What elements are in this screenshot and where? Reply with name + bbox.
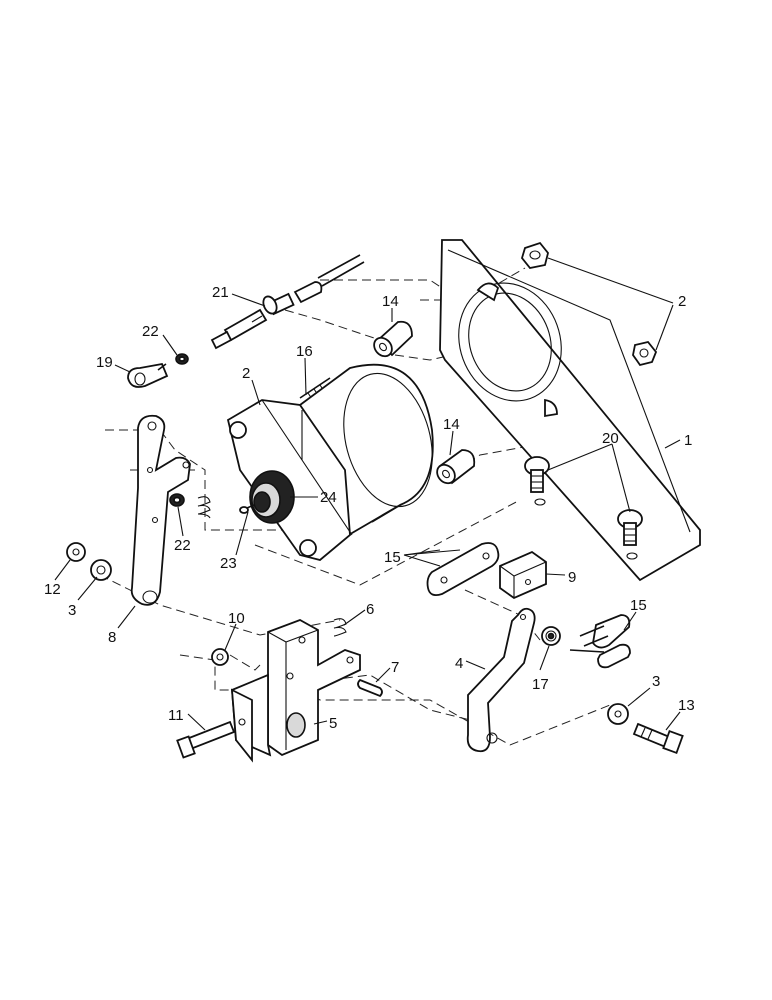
washer-3-left [90, 559, 112, 581]
link-pin-15 [569, 614, 631, 669]
ball-joint [127, 362, 169, 388]
callout-3-left: 3 [68, 602, 76, 619]
callout-10-nut: 10 [228, 610, 245, 627]
lever-4 [466, 607, 536, 753]
callout-8-lever: 8 [108, 629, 116, 646]
callout-6-spring: 6 [366, 601, 374, 618]
callout-9-block: 9 [568, 569, 576, 586]
nut-10 [211, 648, 229, 666]
callout-2-nuts: 2 [678, 293, 686, 310]
nut-upper [521, 241, 549, 269]
callout-23-screw: 23 [220, 555, 237, 572]
callout-2-motor: 2 [242, 365, 250, 382]
bracket-block [230, 619, 361, 763]
pin-7 [357, 678, 383, 698]
lever-arm [130, 414, 191, 606]
nut-22-upper [175, 353, 189, 365]
spacer-lower [436, 449, 476, 485]
nut-lower [632, 340, 658, 367]
actuator-motor [226, 363, 434, 561]
callout-14-lower: 14 [443, 416, 460, 433]
spring-6 [333, 618, 347, 637]
callout-4-lever: 4 [455, 655, 463, 672]
nut-17 [541, 626, 561, 646]
callout-22-lower: 22 [174, 537, 191, 554]
bolt-upper [524, 456, 550, 493]
washer-3-right [607, 703, 629, 725]
callout-15-links: 15 [384, 549, 401, 566]
callout-3-right: 3 [652, 673, 660, 690]
callout-15-pin: 15 [630, 597, 647, 614]
callout-21-cable: 21 [212, 284, 229, 301]
callout-12-nut: 12 [44, 581, 61, 598]
callout-7-pin: 7 [391, 659, 399, 676]
callout-labels: 2 1 20 2 16 14 14 21 22 19 24 23 22 12 3… [44, 284, 695, 732]
nut-22-lower [169, 493, 185, 507]
spring-upper [197, 496, 211, 519]
block-9 [499, 550, 547, 600]
leader-lines [54, 257, 681, 731]
callout-20-bolts: 20 [602, 430, 619, 447]
callout-14-upper: 14 [382, 293, 399, 310]
callout-16-stud: 16 [296, 343, 313, 360]
callout-13-bolt: 13 [678, 697, 695, 714]
callout-5-bracket: 5 [329, 715, 337, 732]
callout-1-plate: 1 [684, 432, 692, 449]
nut-12 [66, 542, 86, 562]
callout-19-joint: 19 [96, 354, 113, 371]
bolt-11 [176, 720, 236, 759]
control-cable [210, 254, 365, 350]
callout-24-terminal: 24 [320, 489, 337, 506]
bolt-13 [632, 722, 684, 755]
callout-22-upper: 22 [142, 323, 159, 340]
mounting-plate [439, 239, 701, 582]
callout-11-bolt: 11 [168, 707, 184, 724]
callout-17-nut: 17 [532, 676, 549, 693]
link-plate [426, 542, 500, 597]
spacer-upper [373, 320, 413, 358]
